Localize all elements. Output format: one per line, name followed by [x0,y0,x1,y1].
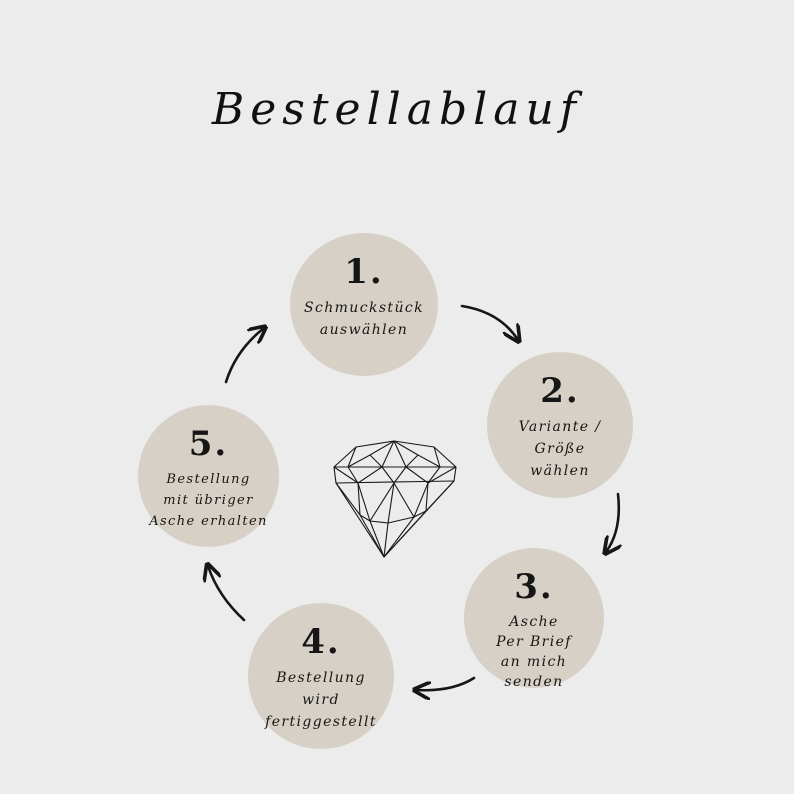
step-1: 1. Schmuckstück auswählen [290,233,438,376]
arrow-3-to-4-icon [416,676,476,690]
step-3: 3. Asche Per Brief an mich senden [464,548,604,690]
diamond-icon [333,440,457,558]
arrow-5-to-1-icon [224,328,264,384]
arrow-2-to-3-icon [606,492,619,552]
page-title: Bestellablauf [211,84,583,135]
arrow-1-to-2-icon [460,304,518,340]
step-2-label: Variante / Größe wählen [518,419,602,479]
step-5-number: 5. [188,424,229,464]
step-5-label: Bestellung mit übriger Asche erhalten [149,472,268,529]
arrow-4-to-5-icon [208,566,246,622]
step-2: 2. Variante / Größe wählen [487,352,633,498]
step-1-number: 1. [344,252,384,292]
step-3-number: 3. [514,567,554,607]
step-5: 5. Bestellung mit übriger Asche erhalten [138,405,279,547]
step-1-label: Schmuckstück auswählen [303,300,425,338]
step-3-label: Asche Per Brief an mich senden [496,614,572,690]
step-4-label: Bestellung wird fertiggestellt [265,670,377,730]
step-4: 4. Bestellung wird fertiggestellt [248,603,394,749]
step-2-number: 2. [540,371,580,411]
step-4-number: 4. [301,622,341,662]
